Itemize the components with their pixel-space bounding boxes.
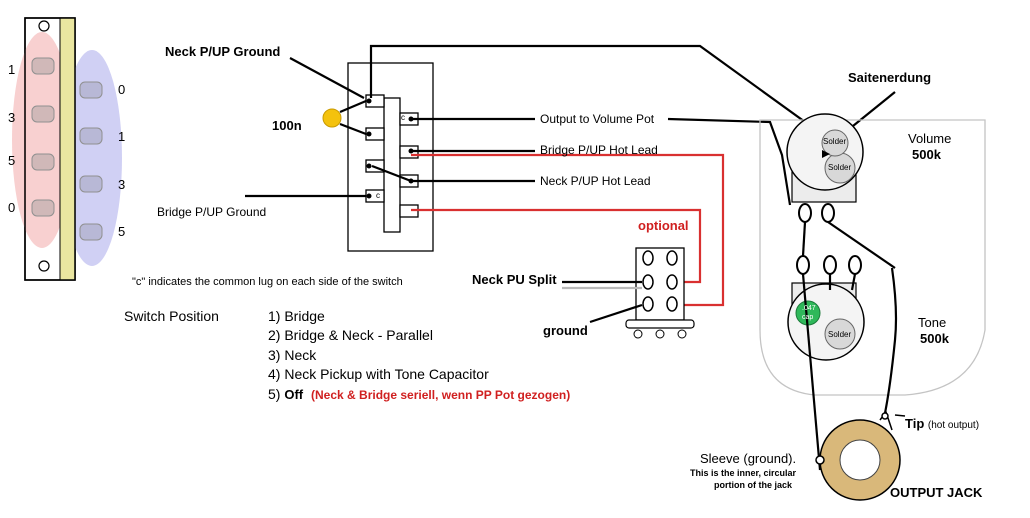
position-item-5-note: (Neck & Bridge seriell, wenn PP Pot gezo…: [311, 388, 571, 402]
tone-cap-label-1: .047: [802, 305, 816, 312]
tone-solder-label: Solder: [828, 330, 852, 339]
sleeve-label: Sleeve (ground).: [700, 451, 797, 466]
control-plate: [759, 119, 986, 396]
left-number-3: 3: [8, 110, 16, 125]
split-switch: [625, 247, 695, 339]
tone-label: Tone: [918, 315, 947, 330]
tone-value: 500k: [920, 331, 949, 346]
optional-label: optional: [638, 218, 689, 233]
right-number-1: 1: [118, 129, 126, 144]
sleeve-note-1: This is the inner, circular: [690, 468, 797, 478]
neck-hot-label: Neck P/UP Hot Lead: [540, 174, 651, 188]
output-jack: [815, 410, 901, 501]
volume-pot: [786, 113, 864, 203]
tip-note: (hot output): [927, 420, 980, 431]
right-number-3: 3: [118, 177, 126, 192]
position-item: 4) Neck Pickup with Tone Capacitor: [268, 366, 489, 382]
output-jack-label: OUTPUT JACK: [890, 485, 983, 500]
volume-solder-label-bottom: Solder: [828, 163, 852, 172]
position-item: 1) Bridge: [268, 308, 325, 324]
position-item-5: 5) Off (Neck & Bridge seriell, wenn PP P…: [268, 386, 570, 402]
sleeve-note-2: portion of the jack: [714, 480, 793, 490]
neck-pu-split-label: Neck PU Split: [472, 272, 557, 287]
left-number-5: 5: [8, 153, 16, 168]
cap-100n-label: 100n: [272, 118, 302, 133]
volume-label: Volume: [908, 131, 952, 146]
bridge-ground-label: Bridge P/UP Ground: [157, 205, 267, 219]
tone-pot: [787, 282, 865, 361]
position-item: 2) Bridge & Neck - Parallel: [268, 327, 433, 343]
left-number-0: 0: [8, 200, 16, 215]
saitenerdung-label: Saitenerdung: [848, 70, 932, 85]
output-to-volume-label: Output to Volume Pot: [540, 112, 655, 126]
right-number-5: 5: [118, 224, 126, 239]
position-item-5-off: Off: [284, 387, 304, 402]
bridge-hot-label: Bridge P/UP Hot Lead: [540, 143, 658, 157]
selector-switch: [347, 62, 434, 252]
common-lug-mark-upper: c: [401, 113, 405, 122]
position-item-5-number: 5): [268, 386, 281, 402]
tip-label: Tip (hot output): [905, 416, 979, 431]
position-item: 3) Neck: [268, 347, 317, 363]
volume-value: 500k: [912, 147, 941, 162]
tip-label-text: Tip: [905, 416, 925, 431]
right-number-0: 0: [118, 82, 126, 97]
common-lug-note: "c" indicates the common lug on each sid…: [132, 276, 403, 288]
left-number-1: 1: [8, 62, 16, 77]
tone-cap-label-2: cap: [802, 314, 814, 321]
common-lug-mark-lower: c: [376, 191, 380, 200]
neck-ground-label: Neck P/UP Ground: [165, 44, 281, 59]
volume-solder-label-top: Solder: [823, 137, 847, 146]
split-ground-label: ground: [543, 323, 588, 338]
switch-schematic: [12, 17, 122, 281]
switch-position-header: Switch Position: [124, 308, 219, 324]
